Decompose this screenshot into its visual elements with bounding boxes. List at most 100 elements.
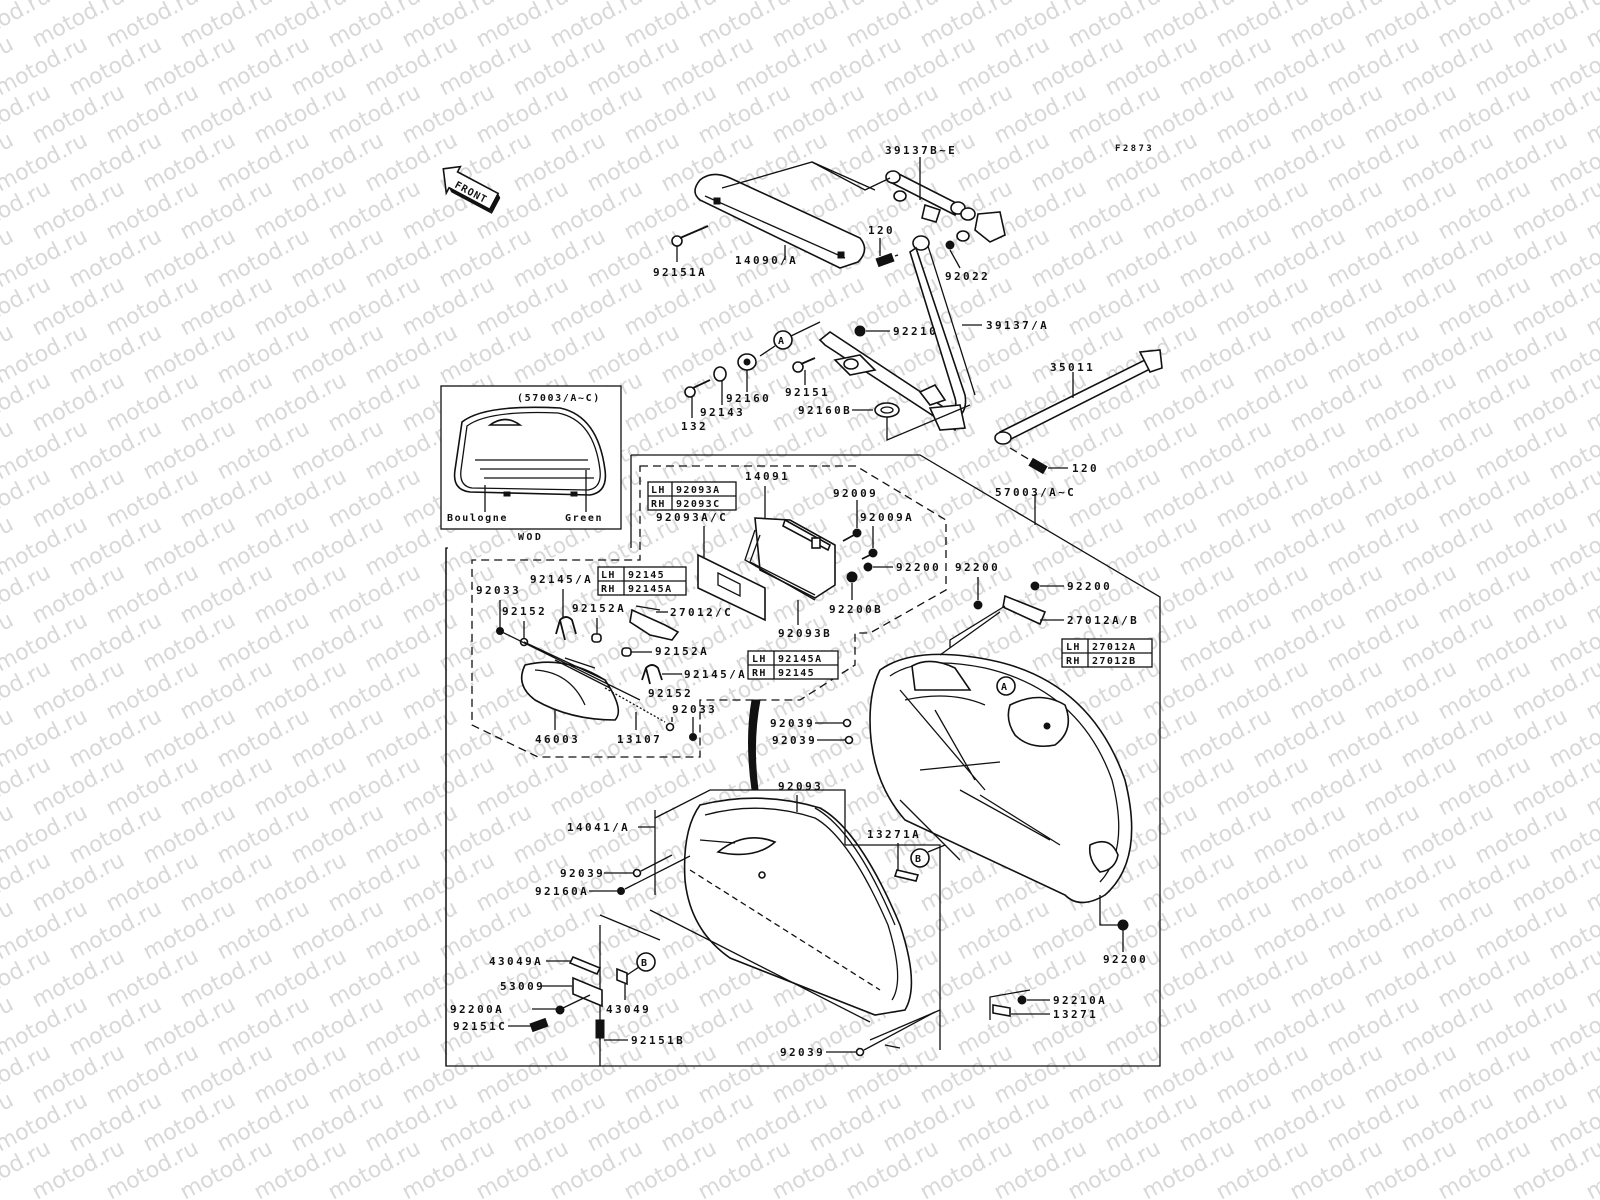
plate-92093AC bbox=[697, 553, 766, 622]
nut-92200-c bbox=[1030, 581, 1040, 591]
callout-a-top bbox=[773, 330, 793, 350]
label-39137BE: 39137B~E bbox=[885, 144, 957, 157]
table-27012-rh-part: 27012B bbox=[1092, 656, 1137, 667]
grommet-92160B bbox=[874, 402, 900, 418]
label-27012AB: 27012A/B bbox=[1067, 614, 1139, 627]
spring-92145A-b bbox=[641, 664, 663, 685]
callout-b-left-label: B bbox=[641, 958, 647, 969]
label-14041A: 14041/A bbox=[567, 821, 630, 834]
table-27012-lh-side: LH bbox=[1066, 642, 1081, 653]
bolt-132 bbox=[684, 379, 711, 398]
table-92145-bottom-lh-part: 92145A bbox=[778, 654, 823, 665]
nut-92200-a bbox=[863, 562, 873, 572]
lid-frame-outline bbox=[654, 789, 846, 845]
washer-92143 bbox=[713, 366, 727, 382]
nut-92160A bbox=[617, 887, 625, 895]
label-92200A: 92200A bbox=[450, 1003, 504, 1016]
table-92145-top: LH 92145 RH 92145A bbox=[597, 566, 687, 596]
callout-b-right-label: B bbox=[915, 854, 921, 865]
label-39137A: 39137/A bbox=[986, 319, 1049, 332]
table-92093-rh-part: 92093C bbox=[676, 499, 721, 510]
label-14091: 14091 bbox=[745, 470, 790, 483]
bracket-13271A bbox=[893, 869, 920, 882]
rivet-92039-b bbox=[844, 735, 854, 745]
label-35011: 35011 bbox=[1050, 361, 1095, 374]
rivet-92039-c bbox=[632, 868, 642, 878]
label-57003AC: 57003/A~C bbox=[995, 486, 1076, 499]
pin-92152A-a bbox=[591, 633, 602, 643]
label-92151B: 92151B bbox=[631, 1034, 685, 1047]
label-92022: 92022 bbox=[945, 270, 990, 283]
table-92093-lh-side: LH bbox=[651, 485, 666, 496]
label-92200-d: 92200 bbox=[1103, 953, 1148, 966]
spring-92145A-a bbox=[555, 616, 577, 641]
pin-92152-b bbox=[665, 722, 675, 732]
hinge-53009 bbox=[572, 976, 603, 1008]
label-92200-a: 92200 bbox=[896, 561, 941, 574]
nut-92200A bbox=[555, 1005, 565, 1015]
table-92145-bottom: LH 92145A RH 92145 bbox=[747, 650, 839, 680]
label-92160A: 92160A bbox=[535, 885, 589, 898]
label-92093AC: 92093A/C bbox=[656, 511, 728, 524]
table-92145-top-lh-side: LH bbox=[601, 570, 616, 581]
part-35011-rod bbox=[994, 349, 1163, 445]
label-92093B: 92093B bbox=[778, 627, 832, 640]
table-92145-top-lh-part: 92145 bbox=[628, 570, 665, 581]
leader-39137-link bbox=[811, 161, 891, 191]
label-43049A: 43049A bbox=[489, 955, 543, 968]
screw-92009 bbox=[842, 528, 862, 542]
part-39137B-crossbar bbox=[885, 170, 1006, 243]
label-92200-c: 92200 bbox=[1067, 580, 1112, 593]
table-92145-bottom-rh-part: 92145 bbox=[778, 668, 815, 679]
table-27012: LH 27012A RH 27012B bbox=[1061, 638, 1153, 668]
label-92200-b: 92200 bbox=[955, 561, 1000, 574]
table-27012-lh-part: 27012A bbox=[1092, 642, 1137, 653]
label-13107: 13107 bbox=[617, 733, 662, 746]
label-53009: 53009 bbox=[500, 980, 545, 993]
label-13271: 13271 bbox=[1053, 1008, 1098, 1021]
label-92210A: 92210A bbox=[1053, 994, 1107, 1007]
label-92151A: 92151A bbox=[653, 266, 707, 279]
bolt-120-right bbox=[1028, 457, 1048, 475]
label-92210: 92210 bbox=[893, 325, 938, 338]
label-14090A: 14090/A bbox=[735, 254, 798, 267]
callout-a-top-label: A bbox=[778, 336, 784, 347]
label-120-top: 120 bbox=[868, 224, 895, 237]
bracket-13271-frame bbox=[989, 989, 1031, 1020]
table-92093-lh-part: 92093A bbox=[676, 485, 721, 496]
label-92152-b: 92152 bbox=[648, 687, 693, 700]
callout-b-right bbox=[910, 848, 930, 868]
nut-92200-d bbox=[1117, 919, 1129, 931]
label-92039-c: 92039 bbox=[560, 867, 605, 880]
leader-92160B-box bbox=[886, 404, 971, 441]
bolt-92151 bbox=[792, 357, 816, 373]
rivet-92039-d bbox=[855, 1047, 865, 1057]
callout-b-left bbox=[636, 952, 656, 972]
clip-92033-b bbox=[689, 733, 697, 741]
label-46003: 46003 bbox=[535, 733, 580, 746]
label-92009: 92009 bbox=[833, 487, 878, 500]
label-92152A-b: 92152A bbox=[655, 645, 709, 658]
label-92033-a: 92033 bbox=[476, 584, 521, 597]
bolt-120-top bbox=[875, 252, 899, 268]
lid-subassembly-outline bbox=[471, 465, 947, 758]
table-27012-rh-side: RH bbox=[1066, 656, 1081, 667]
label-13271A: 13271A bbox=[867, 828, 921, 841]
color-label-green: Green bbox=[565, 513, 603, 524]
label-92009A: 92009A bbox=[860, 511, 914, 524]
label-92145A-a: 92145/A bbox=[530, 573, 593, 586]
plate-43049A bbox=[568, 955, 602, 976]
table-92145-top-rh-part: 92145A bbox=[628, 584, 673, 595]
inset-footer: WOD bbox=[518, 532, 543, 543]
label-92039-b: 92039 bbox=[772, 734, 817, 747]
screw-92009A bbox=[861, 548, 878, 560]
nut-92200B bbox=[846, 571, 858, 583]
figure-code: F2873 bbox=[1115, 144, 1154, 154]
plate-43049 bbox=[616, 967, 628, 986]
inset-title: (57003/A~C) bbox=[517, 393, 601, 404]
label-92152-a: 92152 bbox=[502, 605, 547, 618]
label-27012C: 27012/C bbox=[670, 606, 733, 619]
bolt-92151C bbox=[529, 1017, 549, 1033]
latch-27012C bbox=[629, 608, 680, 641]
